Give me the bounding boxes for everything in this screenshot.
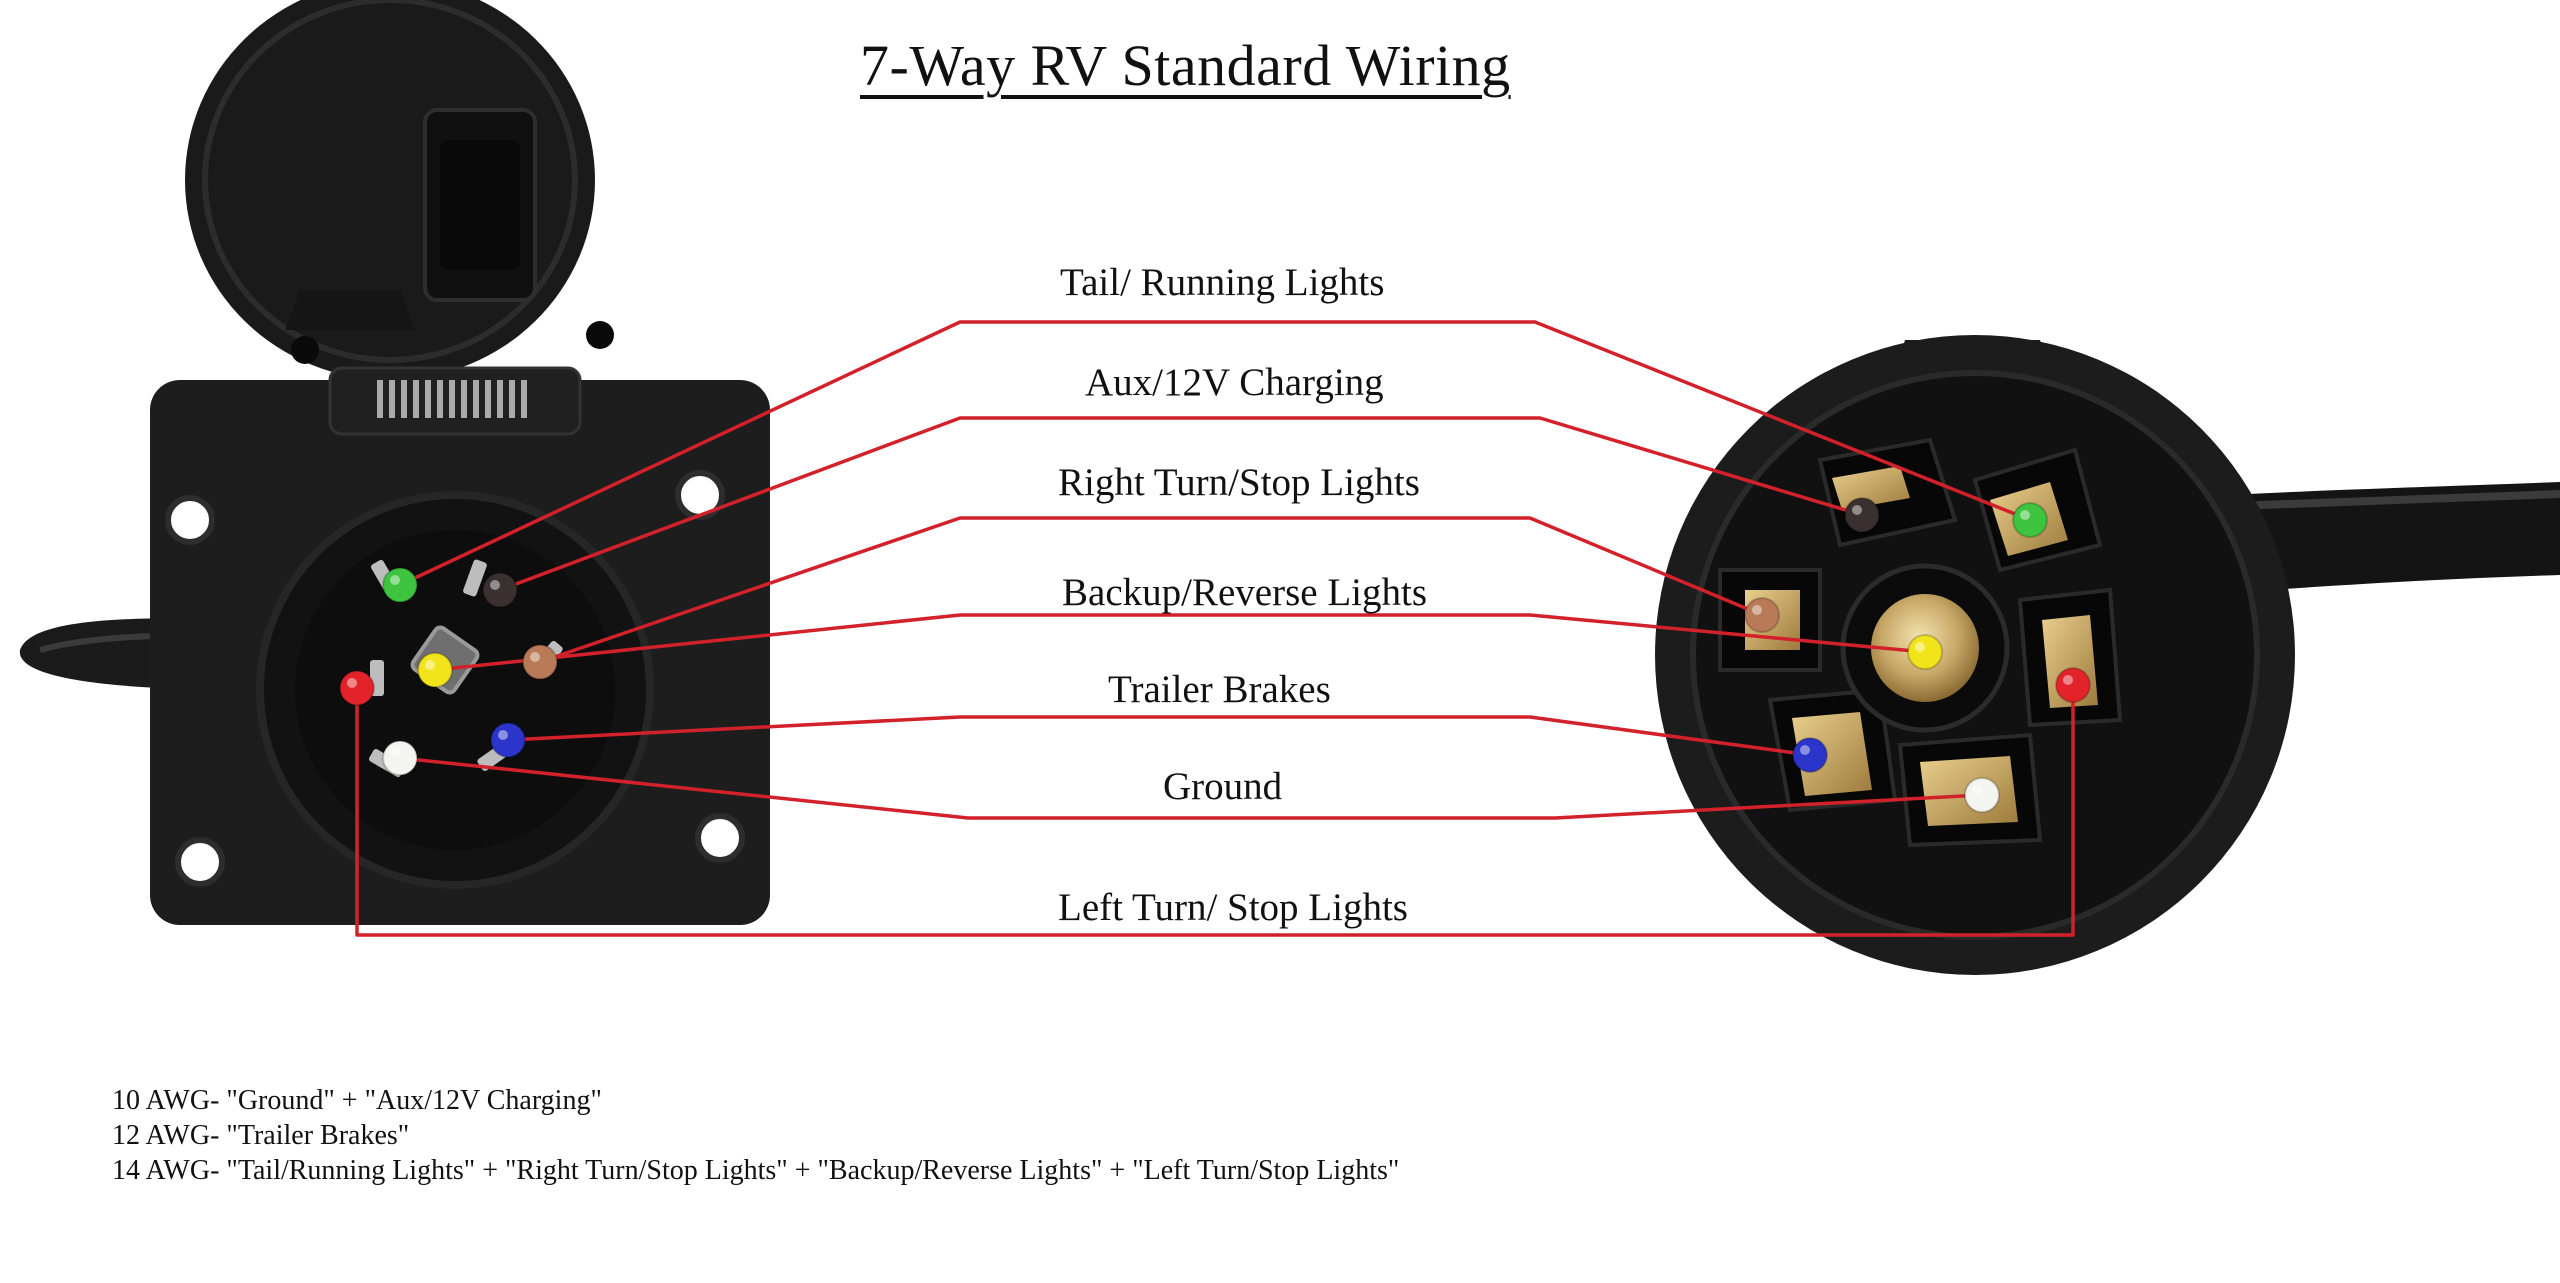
wire-label-brakes: Trailer Brakes	[1108, 668, 1331, 711]
socket-dot-brakes	[490, 722, 526, 758]
wire-gauge-notes: 10 AWG- "Ground" + "Aux/12V Charging" 12…	[112, 1083, 1399, 1188]
plug-dot-tail	[2012, 502, 2048, 538]
socket-mount-hole-tl	[165, 495, 215, 545]
plug-dot-backup	[1907, 634, 1943, 670]
wire-dots	[339, 497, 2091, 813]
plug-dot-highlight-aux	[1852, 505, 1862, 515]
socket-dot-highlight-left	[347, 678, 357, 688]
plug-dot-highlight-tail	[2020, 510, 2030, 520]
gauge-note-12awg: 12 AWG- "Trailer Brakes"	[112, 1120, 410, 1151]
socket-dot-right	[522, 644, 558, 680]
socket-dot-highlight-tail	[390, 575, 400, 585]
socket-lid-slot-inner	[440, 140, 520, 270]
wire-label-tail: Tail/ Running Lights	[1060, 261, 1385, 304]
socket-dot-ground	[382, 740, 418, 776]
plug-dot-brakes	[1792, 737, 1828, 773]
gauge-note-10awg: 10 AWG- "Ground" + "Aux/12V Charging"	[112, 1085, 602, 1116]
wire-label-right: Right Turn/Stop Lights	[1058, 461, 1420, 504]
socket-mount-hole-bl	[175, 837, 225, 887]
wire-line-left	[355, 685, 2075, 937]
socket-lid-hole-left	[291, 336, 319, 364]
wire-lines	[355, 320, 2075, 937]
plug-dot-highlight-brakes	[1800, 745, 1810, 755]
socket-mount-hole-br	[695, 813, 745, 863]
socket-dot-highlight-brakes	[498, 730, 508, 740]
socket-dot-highlight-right	[530, 652, 540, 662]
plug-dot-highlight-right	[1752, 605, 1762, 615]
socket-dot-tail	[382, 567, 418, 603]
wire-line-aux	[499, 416, 1863, 592]
plug-dot-highlight-backup	[1915, 642, 1925, 652]
socket-dot-highlight-ground	[390, 748, 400, 758]
plug-dot-highlight-left	[2063, 675, 2073, 685]
plug-dot-ground	[1964, 777, 2000, 813]
wire-line-brakes	[507, 715, 1811, 757]
wire-line-backup	[434, 613, 1926, 672]
socket-dot-left	[339, 670, 375, 706]
socket-spring	[377, 380, 527, 418]
socket-lid-hinge-tab	[285, 290, 415, 330]
socket-dot-highlight-backup	[425, 660, 435, 670]
wire-line-ground	[399, 756, 1983, 820]
socket-lid-rim	[202, 0, 578, 363]
socket-lid-hole-right	[586, 321, 614, 349]
wire-line-right	[539, 516, 1763, 664]
wire-label-ground: Ground	[1163, 765, 1283, 808]
plug-dot-highlight-ground	[1972, 785, 1982, 795]
socket-dot-backup	[417, 652, 453, 688]
wire-label-aux: Aux/12V Charging	[1085, 361, 1384, 404]
wire-label-left: Left Turn/ Stop Lights	[1058, 886, 1408, 929]
wire-line-tail	[399, 320, 2031, 587]
plug-dot-left	[2055, 667, 2091, 703]
diagram-title: 7-Way RV Standard Wiring	[860, 33, 1511, 98]
gauge-note-14awg: 14 AWG- "Tail/Running Lights" + "Right T…	[112, 1155, 1400, 1186]
plug-connector	[1655, 335, 2560, 975]
socket-dot-highlight-aux	[490, 580, 500, 590]
plug-dot-aux	[1844, 497, 1880, 533]
socket-dot-aux	[482, 572, 518, 608]
wire-label-backup: Backup/Reverse Lights	[1062, 571, 1427, 614]
plug-dot-right	[1744, 597, 1780, 633]
